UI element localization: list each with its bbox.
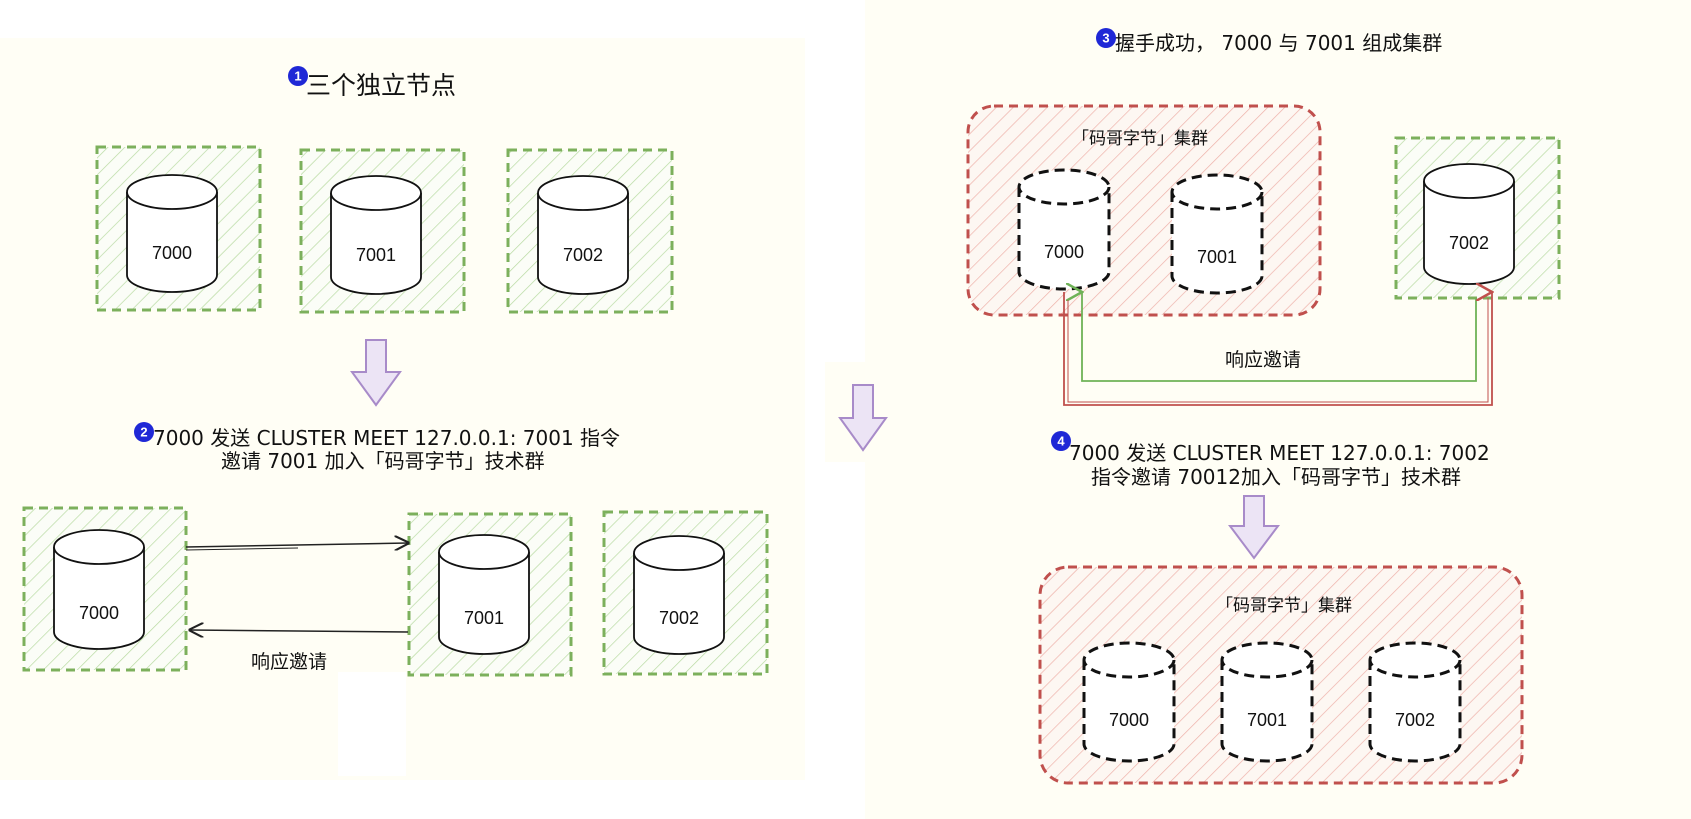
down-arrow-icon (350, 339, 402, 407)
node-label-7001: 7001 (464, 608, 504, 628)
database-icon (438, 534, 530, 655)
database-icon (330, 175, 422, 295)
database-icon (1368, 641, 1462, 763)
database-icon (1220, 641, 1314, 763)
step-badge-3 (1096, 28, 1116, 48)
database-icon (126, 174, 218, 293)
node-label-7002: 7002 (1449, 233, 1489, 253)
node-label-7002: 7002 (1395, 710, 1435, 730)
database-icon (633, 535, 725, 655)
database-icon (53, 529, 145, 650)
meet-arrow (185, 543, 408, 547)
cluster-name-label: 「码哥字节」集群 (1216, 596, 1352, 616)
database-icon (1423, 163, 1515, 285)
step-2-line1: 7000 发送 CLUSTER MEET 127.0.0.1: 7001 指令 (153, 426, 620, 450)
respond-arrow (190, 630, 409, 632)
respond-invite-label: 响应邀请 (1225, 349, 1301, 371)
step-number-3: 3 (1102, 31, 1109, 46)
node-label-7000: 7000 (152, 243, 192, 263)
step-4-line2: 指令邀请 70012加入「码哥字节」技术群 (1091, 465, 1461, 489)
step-1-title: 三个独立节点 (306, 71, 456, 100)
step-number-2: 2 (140, 425, 147, 440)
step-badge-4 (1051, 431, 1071, 451)
node-label-7000: 7000 (1044, 242, 1084, 262)
step-badge-1 (288, 66, 308, 86)
node-label-7001: 7001 (1247, 710, 1287, 730)
meet-arrow-sketch (185, 547, 299, 551)
step-1-heading: 1 三个独立节点 (288, 66, 456, 100)
database-icon (1017, 168, 1111, 291)
cluster-name-label: 「码哥字节」集群 (1072, 129, 1208, 149)
blank-patch (338, 672, 406, 776)
node-label-7001: 7001 (1197, 247, 1237, 267)
step-2-line2: 邀请 7001 加入「码哥字节」技术群 (221, 449, 545, 473)
step-2-heading: 2 7000 发送 CLUSTER MEET 127.0.0.1: 7001 指… (134, 422, 620, 473)
step-4-heading: 4 7000 发送 CLUSTER MEET 127.0.0.1: 7002 指… (1051, 431, 1490, 489)
step-number-1: 1 (294, 69, 301, 84)
step-3-title: 握手成功， 7000 与 7001 组成集群 (1115, 31, 1442, 55)
step-4-cluster: 「码哥字节」集群 7000 7001 7002 (1038, 565, 1524, 785)
database-icon (1082, 641, 1176, 763)
step-2-nodes: 7000 7001 7002 响应邀请 (22, 506, 769, 677)
step-badge-2 (134, 422, 154, 442)
node-label-7002: 7002 (563, 245, 603, 265)
down-arrow-icon (1228, 495, 1280, 560)
respond-arrow-green (1082, 292, 1477, 382)
step-4-line1: 7000 发送 CLUSTER MEET 127.0.0.1: 7002 (1069, 441, 1490, 465)
node-label-7000: 7000 (79, 603, 119, 623)
step-3-heading: 3 握手成功， 7000 与 7001 组成集群 (1096, 28, 1442, 55)
meet-arrow-red (1063, 292, 1492, 406)
node-label-7001: 7001 (356, 245, 396, 265)
node-label-7000: 7000 (1109, 710, 1149, 730)
database-icon (1170, 173, 1264, 295)
database-icon (537, 175, 629, 295)
step-number-4: 4 (1057, 434, 1065, 449)
meet-arrow-red-sketch (1067, 298, 1489, 403)
step-3-cluster: 「码哥字节」集群 7000 7001 7002 响应邀请 (966, 104, 1561, 406)
respond-invite-label: 响应邀请 (251, 651, 327, 673)
step-1-nodes: 7000 7001 7002 (95, 145, 674, 314)
node-label-7002: 7002 (659, 608, 699, 628)
transition-arrow-icon (838, 384, 888, 452)
